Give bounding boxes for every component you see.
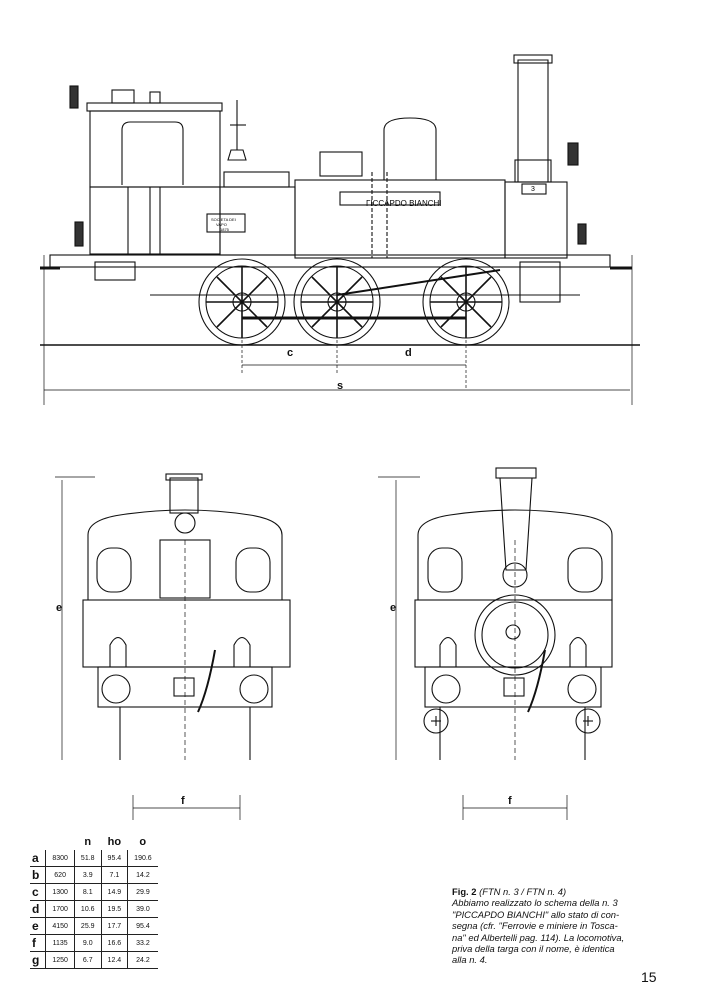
table-cell: 1300	[45, 883, 75, 901]
caption-line: Abbiamo realizzato lo schema della n. 3	[452, 897, 618, 909]
dimension-label-e-front: e	[390, 602, 397, 614]
number-plate: 3	[531, 186, 535, 193]
table-cell: 620	[45, 866, 75, 884]
table-cell: 1250	[45, 951, 75, 969]
table-cell: 3.9	[73, 866, 102, 884]
table-cell: 4150	[45, 917, 75, 935]
table-cell: 14.2	[127, 866, 158, 884]
table-cell: 95.4	[127, 917, 158, 935]
caption-line: na" ed Albertelli pag. 114). La locomoti…	[452, 931, 625, 943]
table-cell: 51.8	[73, 850, 102, 867]
caption-line: "PICCAPDO BIANCHI" allo stato di con-	[452, 908, 620, 920]
caption-line: segna (cfr. "Ferrovie e miniere in Tosca…	[452, 920, 618, 932]
caption-line: priva della targa con il nome, è identic…	[452, 943, 615, 955]
dimension-label-f-front: f	[508, 795, 512, 807]
cab-plate-line2: VAPO	[216, 222, 227, 227]
table-cell: 10.6	[73, 900, 102, 918]
cab-plate-line1: SOCIETA DEI	[211, 217, 236, 222]
table-cell: 16.6	[100, 934, 128, 952]
table-cell: 14.9	[100, 883, 128, 901]
table-cell: 9.0	[73, 934, 102, 952]
dimension-label-s: s	[337, 380, 344, 392]
caption-line: alla n. 4.	[452, 954, 488, 966]
table-cell: 8300	[45, 850, 75, 867]
table-cell: 19.5	[100, 900, 128, 918]
table-header: ho	[107, 836, 122, 848]
table-row-key: a	[30, 850, 46, 867]
table-row-key: c	[30, 883, 46, 901]
dimension-label-e-rear: e	[56, 602, 63, 614]
table-cell: 25.9	[73, 917, 102, 935]
table-cell: 6.7	[73, 951, 102, 969]
table-row-key: b	[30, 866, 46, 884]
table-row-key: g	[30, 951, 46, 969]
dimension-label-d: d	[405, 347, 412, 359]
side-name-plate: ΓICCAPDO BIANCHI	[366, 199, 442, 208]
caption-label: Fig. 2	[452, 886, 477, 897]
table-cell: 39.0	[127, 900, 158, 918]
table-cell: 8.1	[73, 883, 102, 901]
table-cell: 7.1	[100, 866, 128, 884]
table-cell: 95.4	[100, 850, 128, 867]
table-header	[46, 836, 75, 850]
table-row-key: d	[30, 900, 46, 918]
caption-ref: (FTN n. 3 / FTN n. 4)	[479, 886, 567, 897]
dimension-label-f-rear: f	[181, 795, 185, 807]
table-header: n	[84, 836, 92, 848]
table-header	[30, 836, 46, 850]
table-row-key: f	[30, 934, 46, 952]
table-cell: 24.2	[127, 951, 158, 969]
cab-plate-line3: 1875	[220, 227, 230, 232]
locomotive-side-elevation: ΓICCAPDO BIANCHI SOCIETA DEI VAPO 1875 3	[40, 54, 640, 405]
page-number: 15	[641, 969, 657, 985]
table-header: o	[139, 836, 147, 848]
table-cell: 33.2	[127, 934, 158, 952]
table-row-key: e	[30, 917, 46, 935]
table-cell: 12.4	[100, 951, 128, 969]
table-cell: 1700	[45, 900, 75, 918]
figure-caption: Fig. 2 (FTN n. 3 / FTN n. 4) Abbiamo rea…	[452, 886, 662, 966]
dimension-label-c: c	[287, 347, 294, 359]
table-cell: 29.9	[127, 883, 158, 901]
table-cell: 17.7	[100, 917, 128, 935]
table-cell: 1135	[45, 934, 75, 952]
table-cell: 190.6	[127, 850, 158, 867]
